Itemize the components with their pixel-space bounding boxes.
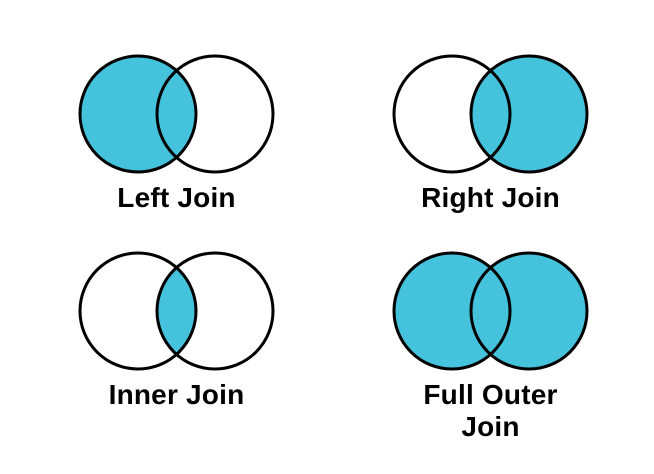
right-circle-fill <box>471 56 587 172</box>
left-circle-outline <box>78 54 198 174</box>
left-circle-outline <box>392 54 512 174</box>
right-circle-outline <box>469 54 589 174</box>
venn-label-full-outer-join: Full Outer Join <box>423 379 558 443</box>
left-circle-fill <box>80 56 196 172</box>
venn-diagram-inner-join <box>78 251 275 371</box>
venn-diagram-left-join <box>78 54 275 174</box>
left-circle-outline <box>392 251 512 371</box>
venn-cell-inner-join: Inner Join <box>13 237 340 474</box>
venn-label-inner-join: Inner Join <box>108 379 245 410</box>
venn-cell-right-join: Right Join <box>327 0 654 237</box>
venn-label-right-join: Right Join <box>421 182 560 213</box>
right-circle-outline <box>155 251 275 371</box>
venn-cell-full-outer-join: Full Outer Join <box>327 237 654 474</box>
right-circle-fill <box>471 253 587 369</box>
right-circle-outline <box>155 54 275 174</box>
right-circle-outline <box>469 251 589 371</box>
venn-label-left-join: Left Join <box>117 182 236 213</box>
left-circle-outline <box>78 251 198 371</box>
venn-cell-left-join: Left Join <box>13 0 340 237</box>
venn-diagram-full-outer-join <box>392 251 589 371</box>
venn-diagram-right-join <box>392 54 589 174</box>
intersection-region <box>157 253 196 369</box>
